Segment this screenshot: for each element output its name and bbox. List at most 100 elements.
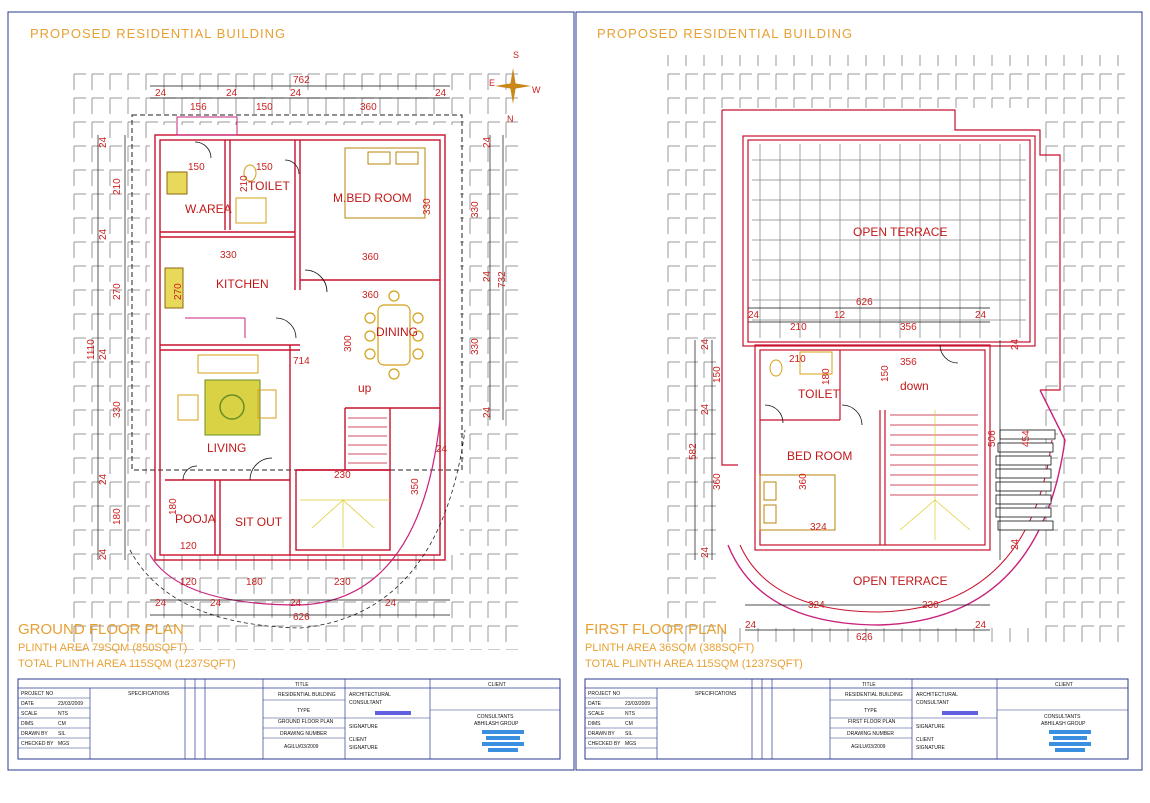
dim-label: 270 [173,283,184,300]
plinth-area-ground: PLINTH AREA 79SQM (850SQFT) [18,642,187,654]
svg-text:CONSULTANTS: CONSULTANTS [1044,714,1081,720]
dim-label: 270 [112,283,123,300]
dim-label: 120 [180,577,197,588]
svg-text:CM: CM [625,721,633,727]
wash-counter [166,171,188,195]
dim-label: 150 [712,366,723,383]
svg-text:PROJECT NO: PROJECT NO [588,691,620,697]
dim-label: 582 [688,443,699,460]
dim-label: 330 [220,250,237,261]
dim-label: 330 [470,201,481,218]
room-label-bedroom: BED ROOM [787,449,852,463]
dim-label: 360 [798,473,809,490]
total-plinth-area-ground: TOTAL PLINTH AREA 115SQM (1237SQFT) [18,658,236,670]
dim-label: 732 [497,271,508,288]
dimension-labels-first: 626 24 210 12 356 24 24 150 24 360 24 58… [688,297,1032,643]
dim-label: 24 [385,598,397,609]
dim-label: 626 [856,632,873,643]
outer-steps [995,429,1056,531]
dim-label: 230 [334,470,351,481]
svg-text:CLIENT: CLIENT [916,737,934,743]
dim-label: 356 [900,322,917,333]
dim-label: 24 [748,310,760,321]
svg-text:SIL: SIL [625,731,633,737]
dim-label: 762 [293,75,310,86]
svg-text:NTS: NTS [58,711,69,717]
dim-label: 210 [112,178,123,195]
plan-title-ground: GROUND FLOOR PLAN [18,621,184,638]
dim-label: 24 [745,620,757,631]
bedroom-bed [759,474,836,531]
door-swings-first [764,344,959,426]
consultant-logo [482,730,524,734]
room-label-toilet-first: TOILET [798,387,840,401]
svg-text:DRAWING NUMBER: DRAWING NUMBER [280,731,327,737]
svg-text:CHECKED BY: CHECKED BY [588,741,621,747]
room-label-living: LIVING [207,441,246,455]
plinth-area-first: PLINTH AREA 36SQM (388SQFT) [585,642,754,654]
dim-label: 350 [410,478,421,495]
dining-table [364,290,424,380]
right-header: PROPOSED RESIDENTIAL BUILDING [597,26,853,41]
room-label-sitout: SIT OUT [235,515,283,529]
dim-label: 324 [810,522,827,533]
dim-label: 360 [712,473,723,490]
svg-text:SPECIFICATIONS: SPECIFICATIONS [128,691,170,697]
dim-label: 156 [190,102,207,113]
dim-label: 180 [246,577,263,588]
svg-text:RESIDENTIAL BUILDING: RESIDENTIAL BUILDING [278,692,336,698]
dim-label: 24 [975,620,987,631]
svg-text:ARCHITECTURAL: ARCHITECTURAL [349,692,391,698]
svg-text:SIGNATURE: SIGNATURE [916,724,945,730]
door-swings-ground [182,141,328,481]
dim-label: 24 [98,473,109,485]
svg-text:TYPE: TYPE [297,708,311,714]
dim-label: 1110 [86,339,97,360]
dim-label: 24 [700,338,711,350]
dim-label: 210 [789,354,806,365]
dim-label: 714 [293,356,310,367]
dim-label: 230 [922,600,939,611]
master-bed [344,147,426,219]
first-staircase [890,410,978,540]
room-label-warea: W.AREA [185,202,232,216]
dimension-lines-first [694,307,1001,631]
dim-label: 24 [482,270,493,282]
dim-label: 24 [1010,538,1021,550]
dim-label: 150 [256,102,273,113]
room-label-down: down [900,379,929,393]
dim-label: 180 [821,368,832,385]
dim-label: 180 [112,508,123,525]
svg-text:SCALE: SCALE [21,711,38,717]
dim-label: 24 [210,598,222,609]
dim-label: 24 [155,598,167,609]
svg-text:CLIENT: CLIENT [1055,682,1073,688]
dim-label: 24 [1010,338,1021,350]
dim-label: 210 [239,175,250,192]
svg-text:CHECKED BY: CHECKED BY [21,741,54,747]
svg-text:CONSULTANT: CONSULTANT [349,700,382,706]
dimension-lines-ground [97,85,504,616]
svg-text:DRAWN BY: DRAWN BY [588,731,615,737]
dim-label: 506 [987,430,998,447]
svg-text:AGILU/03/2009: AGILU/03/2009 [851,744,886,750]
svg-text:23/03/2009: 23/03/2009 [58,701,83,707]
ground-floor-walls [154,134,446,561]
room-label-kitchen: KITCHEN [216,277,269,291]
svg-text:N: N [507,114,514,124]
svg-text:DIMS: DIMS [21,721,34,727]
dim-label: 24 [700,546,711,558]
dim-label: 454 [1021,430,1032,447]
dim-label: 24 [482,136,493,148]
svg-text:TITLE: TITLE [295,682,309,688]
title-block-first: PROJECT NO DATE 23/03/2009 SCALE NTS DIM… [584,678,1129,760]
consultant-logo-first [1049,730,1091,734]
right-sheet: PROPOSED RESIDENTIAL BUILDING [584,26,1129,760]
dim-label: 24 [290,88,302,99]
dim-label: 356 [900,357,917,368]
dim-label: 24 [98,228,109,240]
svg-text:NTS: NTS [625,711,636,717]
svg-text:DIMS: DIMS [588,721,601,727]
title-block-ground: PROJECT NO DATE 23/03/2009 SCALE NTS DIM… [17,678,561,760]
first-floor-walls [721,109,1061,551]
